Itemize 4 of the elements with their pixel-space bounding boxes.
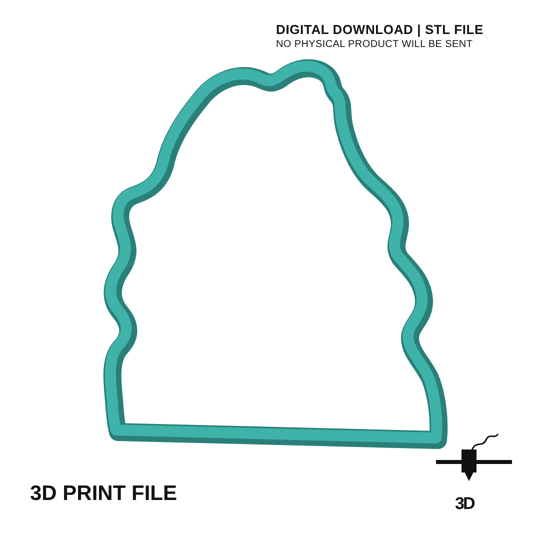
icon-caption: 3D	[455, 494, 474, 514]
download-heading: DIGITAL DOWNLOAD | STL FILE	[276, 22, 484, 37]
print-file-heading: 3D PRINT FILE	[30, 482, 178, 506]
notice-text: NO PHYSICAL PRODUCT WILL BE SENT	[276, 39, 473, 50]
